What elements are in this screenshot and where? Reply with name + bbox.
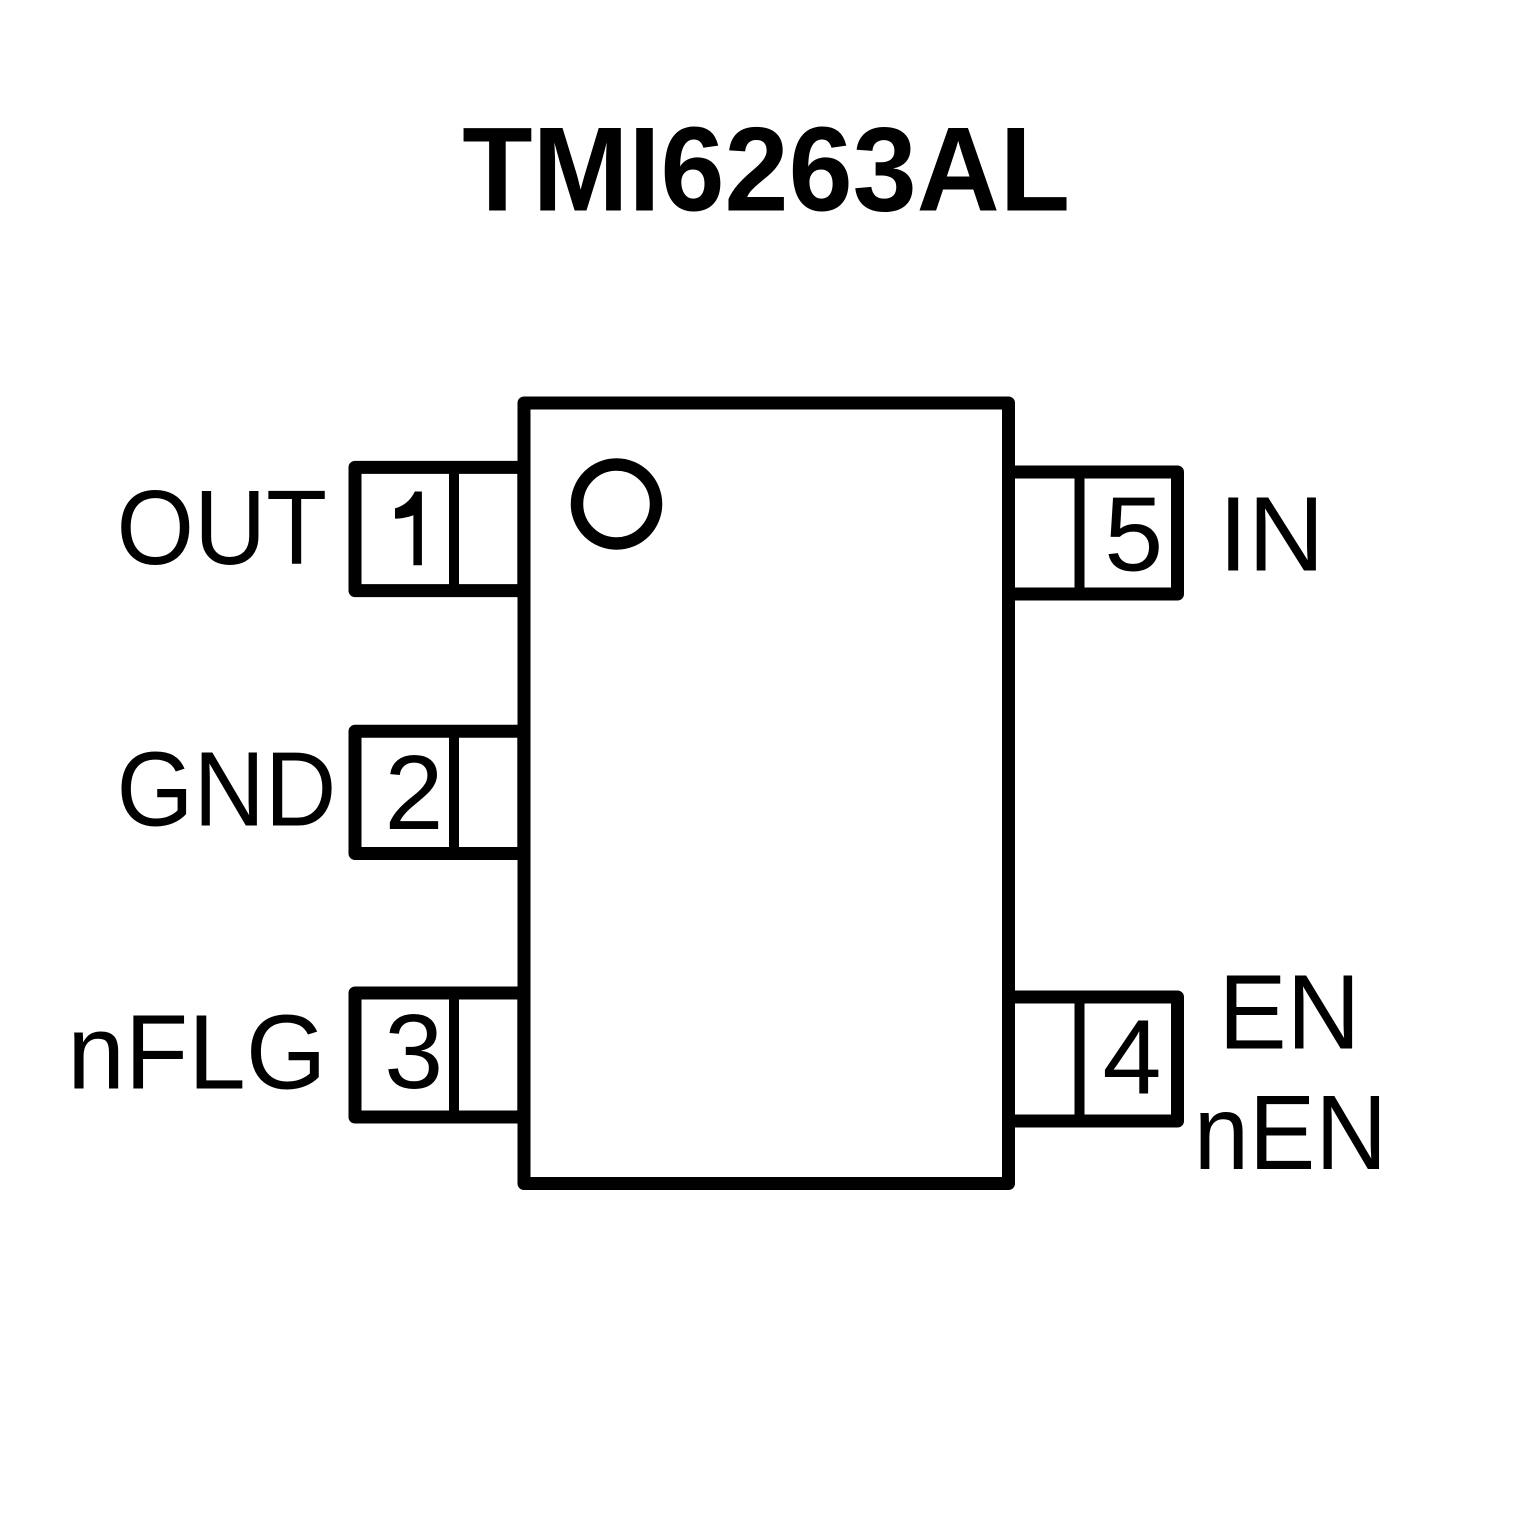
svg-text:TMI6263AL: TMI6263AL [462, 103, 1070, 236]
svg-text:nFLG: nFLG [67, 994, 326, 1112]
svg-text:5: 5 [1104, 475, 1163, 593]
svg-text:GND: GND [117, 730, 337, 848]
svg-text:IN: IN [1219, 476, 1325, 594]
svg-text:4: 4 [1103, 998, 1162, 1116]
svg-text:EN: EN [1219, 954, 1361, 1072]
svg-text:3: 3 [384, 993, 443, 1111]
svg-text:2: 2 [385, 734, 444, 852]
svg-text:nEN: nEN [1194, 1074, 1387, 1192]
svg-text:OUT: OUT [117, 469, 328, 587]
